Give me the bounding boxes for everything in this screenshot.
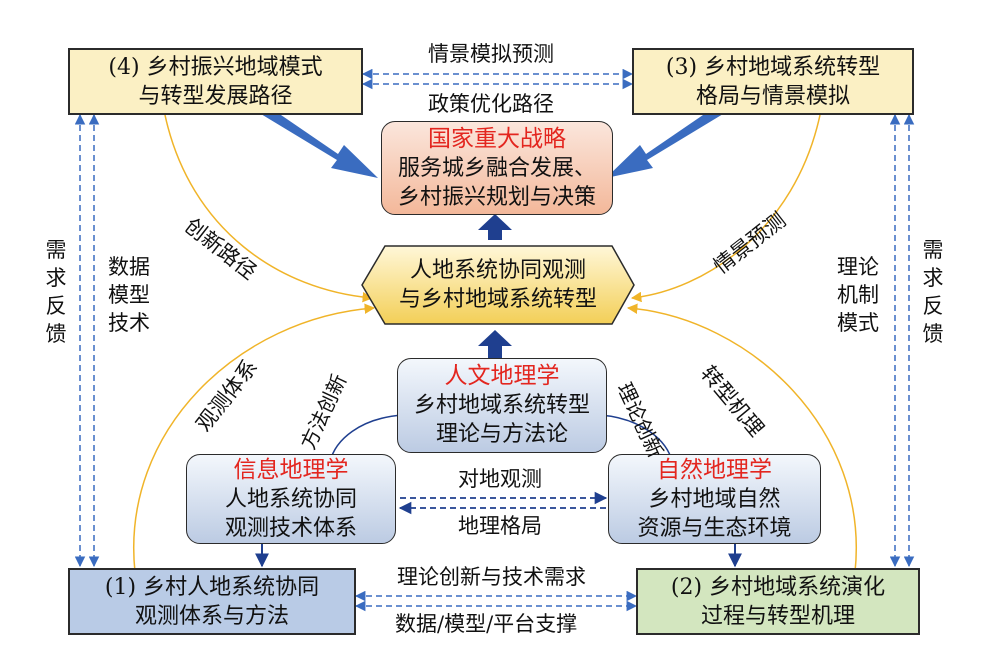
information-geography-box: 信息地理学 人地系统协同 观测技术体系: [186, 454, 396, 544]
box2-line2: 过程与转型机理: [700, 603, 855, 629]
label-demand-feedback-left: 需求反馈: [45, 238, 67, 346]
label-scenario-prediction-sim: 情景模拟预测: [428, 42, 554, 66]
label-data-model-tech-l1: 数据: [108, 255, 150, 279]
national-strategy-box: 国家重大战略 服务城乡融合发展、 乡村振兴规划与决策: [381, 121, 613, 215]
info-geo-title: 信息地理学: [233, 456, 349, 483]
up-arrow-to-center: [478, 330, 512, 358]
box-4-rural-revitalization: (4) 乡村振兴地域模式 与转型发展路径: [68, 48, 363, 115]
human-geo-title: 人文地理学: [444, 363, 560, 389]
box3-line1: (3) 乡村地域系统转型: [665, 54, 881, 80]
thick-arrow-from-box4: [256, 102, 378, 178]
box4-line2: 与转型发展路径: [138, 83, 293, 109]
label-demand-feedback-right: 需求反馈: [922, 238, 944, 346]
curve-innovation-path: [164, 114, 374, 303]
center-hexagon: [361, 245, 635, 325]
curve-transformation-mechanism: [626, 303, 857, 573]
human-geo-line2: 理论与方法论: [435, 422, 568, 447]
strategy-title: 国家重大战略: [428, 125, 566, 152]
box3-line2: 格局与情景模拟: [695, 83, 850, 109]
box-3-transformation-scenario: (3) 乡村地域系统转型 格局与情景模拟: [632, 48, 914, 115]
box1-line1: (1) 乡村人地系统协同: [104, 574, 320, 600]
strategy-line1: 服务城乡融合发展、: [397, 155, 596, 181]
label-data-platform: 数据/模型/平台支撑: [395, 612, 578, 636]
center-hexagon-text: 人地系统协同观测 与乡村地域系统转型: [362, 246, 634, 324]
label-data-model-tech-l2: 模型: [108, 283, 150, 307]
box4-line1: (4) 乡村振兴地域模式: [108, 54, 323, 80]
center-line2: 与乡村地域系统转型: [398, 287, 597, 312]
label-theory-mech-l2: 机制: [837, 283, 879, 307]
strategy-line2: 乡村振兴规划与决策: [397, 184, 596, 210]
curve-observation-system: [133, 303, 376, 573]
box1-line2: 观测体系与方法: [134, 603, 289, 629]
label-theory-tech-demand: 理论创新与技术需求: [397, 565, 586, 589]
center-line1: 人地系统协同观测: [409, 258, 586, 283]
box2-line1: (2) 乡村地域系统演化: [670, 574, 886, 600]
box-2-evolution-mechanism: (2) 乡村地域系统演化 过程与转型机理: [636, 568, 920, 635]
label-theory-mech-l1: 理论: [837, 255, 879, 279]
label-policy-path: 政策优化路径: [428, 92, 554, 116]
label-data-model-tech: 数据 模型 技术: [106, 253, 152, 337]
natural-geo-title: 自然地理学: [657, 456, 772, 483]
up-arrow-to-strategy: [478, 214, 512, 240]
human-geography-box: 人文地理学 乡村地域系统转型 理论与方法论: [397, 358, 607, 453]
label-data-model-tech-l3: 技术: [108, 311, 150, 335]
label-theory-mech-l3: 模式: [837, 311, 879, 335]
box-1-observation-system: (1) 乡村人地系统协同 观测体系与方法: [68, 568, 356, 635]
human-geo-line1: 乡村地域系统转型: [413, 393, 590, 418]
label-earth-observation: 对地观测: [458, 467, 542, 491]
label-theory-mechanism-mode: 理论 机制 模式: [835, 253, 881, 337]
thick-arrow-from-box3: [606, 102, 728, 178]
natural-geography-box: 自然地理学 乡村地域自然 资源与生态环境: [608, 454, 821, 544]
info-geo-line2: 观测技术体系: [224, 515, 357, 541]
natural-geo-line1: 乡村地域自然: [648, 486, 781, 512]
info-geo-line1: 人地系统协同: [224, 486, 357, 512]
curve-scenario-prediction: [630, 114, 821, 303]
natural-geo-line2: 资源与生态环境: [637, 515, 792, 541]
label-geo-pattern: 地理格局: [458, 514, 542, 538]
